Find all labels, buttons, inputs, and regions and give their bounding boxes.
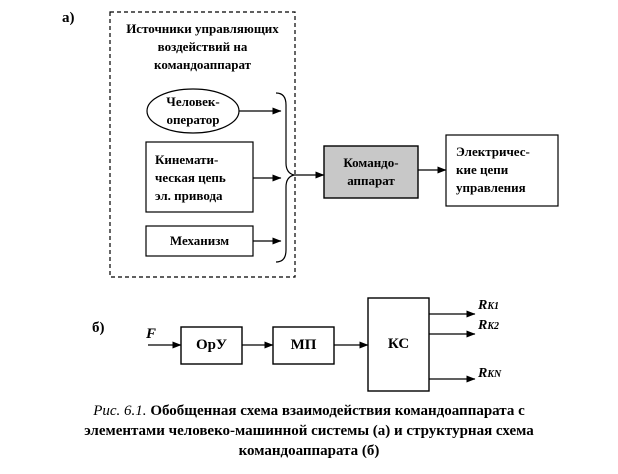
oru-box	[180, 326, 243, 365]
sources-dashed-frame	[109, 11, 296, 278]
figure-caption: Рис. 6.1. Обобщенная схема взаимодействи…	[84, 403, 534, 459]
commander-label: Командо- аппарат	[343, 155, 399, 188]
input-f-label: F	[146, 326, 157, 342]
kinematic-box	[145, 141, 254, 213]
operator-label: Человек- оператор	[166, 94, 220, 127]
output-rk2-label: RK2	[478, 318, 500, 333]
output-rkn-label: RKN	[478, 366, 502, 381]
circuits-box	[445, 134, 559, 207]
block-ks-label: КС	[387, 336, 410, 352]
part-a-label: а)	[62, 10, 75, 26]
ks-box	[367, 297, 430, 392]
mp-box	[272, 326, 335, 365]
circuits-label: Электричес- кие цепи управления	[456, 144, 530, 195]
mechanism-label: Механизм	[169, 233, 230, 248]
commander-box	[323, 145, 419, 199]
sources-title: Источники управляющих воздействий на ком…	[126, 21, 279, 72]
block-oru-label: ОрУ	[195, 337, 228, 353]
caption-prefix: Рис. 6.1.	[93, 403, 147, 419]
part-b-label: б)	[92, 320, 105, 336]
block-mp-label: МП	[290, 337, 317, 353]
mechanism-box	[145, 225, 254, 257]
kinematic-label: Кинемати- ческая цепь эл. привода	[155, 152, 226, 203]
output-rk1-label: RK1	[478, 298, 500, 313]
